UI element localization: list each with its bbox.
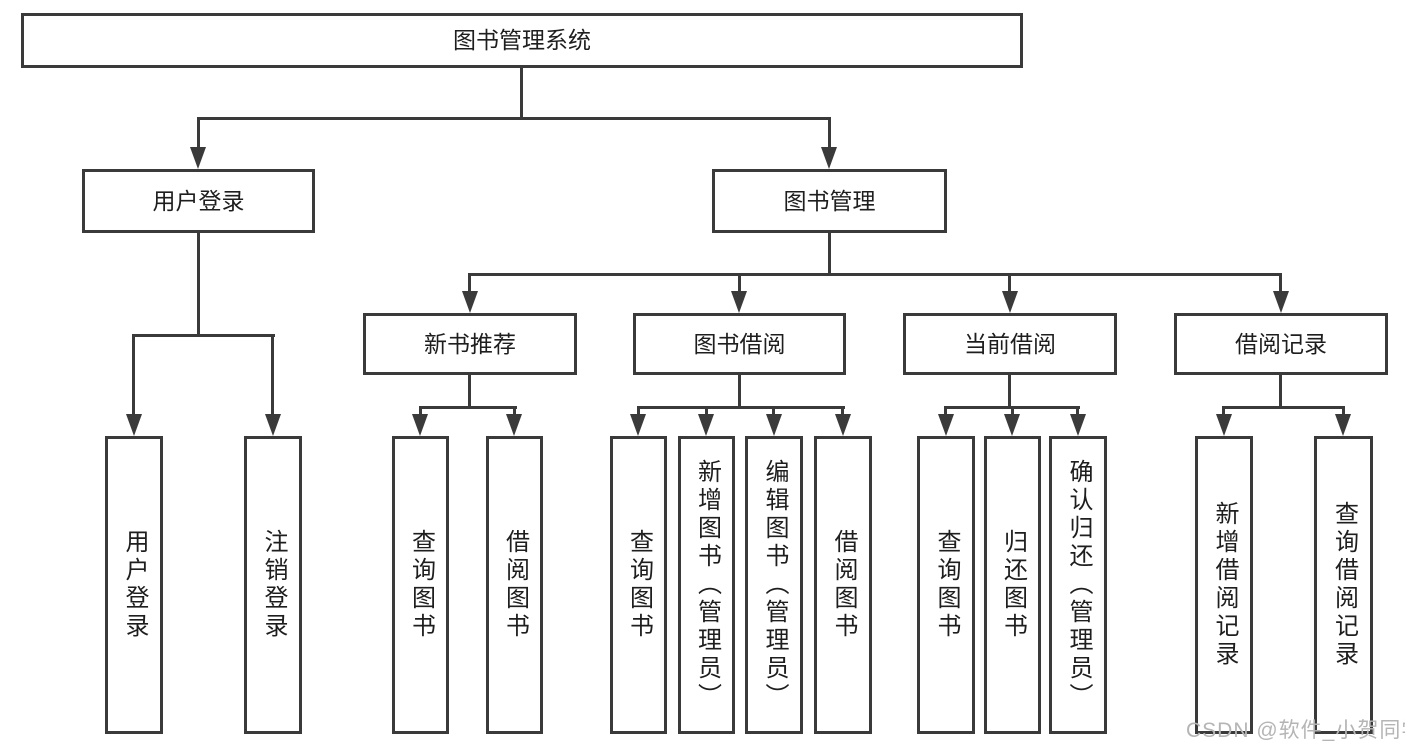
leaf-user-login: 用户登录: [105, 436, 163, 734]
connector-line: [419, 406, 517, 409]
connector-line: [197, 233, 200, 337]
arrow-down-icon: [190, 147, 206, 169]
connector-line: [271, 334, 274, 416]
leaf-borrow-books-borrowing: 借阅图书: [814, 436, 872, 734]
leaf-logout: 注销登录: [244, 436, 302, 734]
node-label: 新增借阅记录: [1211, 501, 1238, 669]
node-label: 借阅图书: [501, 529, 529, 641]
leaf-query-books-recommend: 查询图书: [392, 436, 449, 734]
node-user-login: 用户登录: [82, 169, 315, 233]
arrow-down-icon: [412, 414, 428, 436]
connector-line: [637, 406, 845, 409]
arrow-down-icon: [1216, 414, 1232, 436]
connector-line: [705, 406, 708, 418]
node-label: 图书借阅: [693, 330, 786, 357]
leaf-query-borrow-record: 查询借阅记录: [1314, 436, 1373, 734]
connector-line: [132, 334, 275, 337]
node-label: 用户登录: [121, 529, 148, 641]
connector-line: [1279, 273, 1282, 295]
connector-line: [828, 117, 831, 150]
node-label: 图书管理: [783, 187, 876, 214]
node-label: 图书管理系统: [453, 27, 591, 53]
connector-line: [1342, 406, 1345, 418]
node-label: 当前借阅: [964, 330, 1056, 357]
connector-line: [1011, 406, 1014, 418]
connector-line: [1279, 375, 1282, 409]
connector-line: [841, 406, 844, 418]
connector-line: [1222, 406, 1225, 418]
node-new-book-recommend: 新书推荐: [363, 313, 577, 375]
node-label: 借阅图书: [830, 529, 857, 641]
connector-line: [738, 273, 741, 295]
arrow-down-icon: [1002, 291, 1018, 313]
connector-line: [468, 273, 1282, 276]
arrow-down-icon: [766, 414, 782, 436]
leaf-borrow-books-recommend: 借阅图书: [486, 436, 543, 734]
node-book-management: 图书管理: [712, 169, 947, 233]
node-label: 新书推荐: [424, 330, 516, 357]
leaf-confirm-return-admin: 确认归还（管理员）: [1049, 436, 1107, 734]
connector-line: [1076, 406, 1079, 418]
connector-line: [419, 406, 422, 418]
node-label: 用户登录: [152, 187, 245, 214]
connector-line: [1222, 406, 1345, 409]
csdn-watermark: CSDN @软件_小贺同学: [1186, 719, 1405, 742]
arrow-down-icon: [126, 414, 142, 436]
arrow-down-icon: [938, 414, 954, 436]
arrow-down-icon: [1070, 414, 1086, 436]
leaf-add-book-admin: 新增图书（管理员）: [678, 436, 735, 734]
node-label: 注销登录: [260, 529, 287, 641]
arrow-down-icon: [821, 147, 837, 169]
node-label: 归还图书: [999, 529, 1027, 641]
arrow-down-icon: [1273, 291, 1289, 313]
connector-line: [197, 117, 200, 150]
connector-line: [520, 68, 523, 120]
connector-line: [1008, 375, 1011, 409]
arrow-down-icon: [265, 414, 281, 436]
connector-line: [828, 233, 831, 276]
node-label: 编辑图书（管理员）: [761, 459, 788, 711]
arrow-down-icon: [1335, 414, 1351, 436]
node-borrow-records: 借阅记录: [1174, 313, 1388, 375]
connector-line: [468, 273, 471, 295]
connector-line: [468, 375, 471, 409]
connector-line: [637, 406, 640, 418]
connector-line: [1008, 273, 1011, 295]
leaf-query-books-borrowing: 查询图书: [610, 436, 667, 734]
leaf-return-book: 归还图书: [984, 436, 1041, 734]
node-label: 查询图书: [407, 529, 435, 641]
arrow-down-icon: [698, 414, 714, 436]
connector-line: [944, 406, 947, 418]
connector-line: [738, 375, 741, 409]
connector-line: [772, 406, 775, 418]
arrow-down-icon: [835, 414, 851, 436]
node-label: 确认归还（管理员）: [1065, 459, 1092, 711]
arrow-down-icon: [1004, 414, 1020, 436]
node-root-library-system: 图书管理系统: [21, 13, 1023, 68]
arrow-down-icon: [462, 291, 478, 313]
arrow-down-icon: [731, 291, 747, 313]
node-book-borrowing: 图书借阅: [633, 313, 846, 375]
connector-line: [132, 334, 135, 416]
connector-line: [513, 406, 516, 418]
node-label: 新增图书（管理员）: [693, 459, 721, 711]
leaf-edit-book-admin: 编辑图书（管理员）: [745, 436, 803, 734]
node-label: 查询借阅记录: [1330, 501, 1358, 669]
arrow-down-icon: [506, 414, 522, 436]
connector-line: [197, 117, 831, 120]
node-label: 借阅记录: [1235, 330, 1327, 357]
node-label: 查询图书: [933, 529, 960, 641]
leaf-query-books-current: 查询图书: [917, 436, 975, 734]
node-label: 查询图书: [625, 529, 653, 641]
node-current-borrowing: 当前借阅: [903, 313, 1117, 375]
arrow-down-icon: [630, 414, 646, 436]
leaf-add-borrow-record: 新增借阅记录: [1195, 436, 1253, 734]
